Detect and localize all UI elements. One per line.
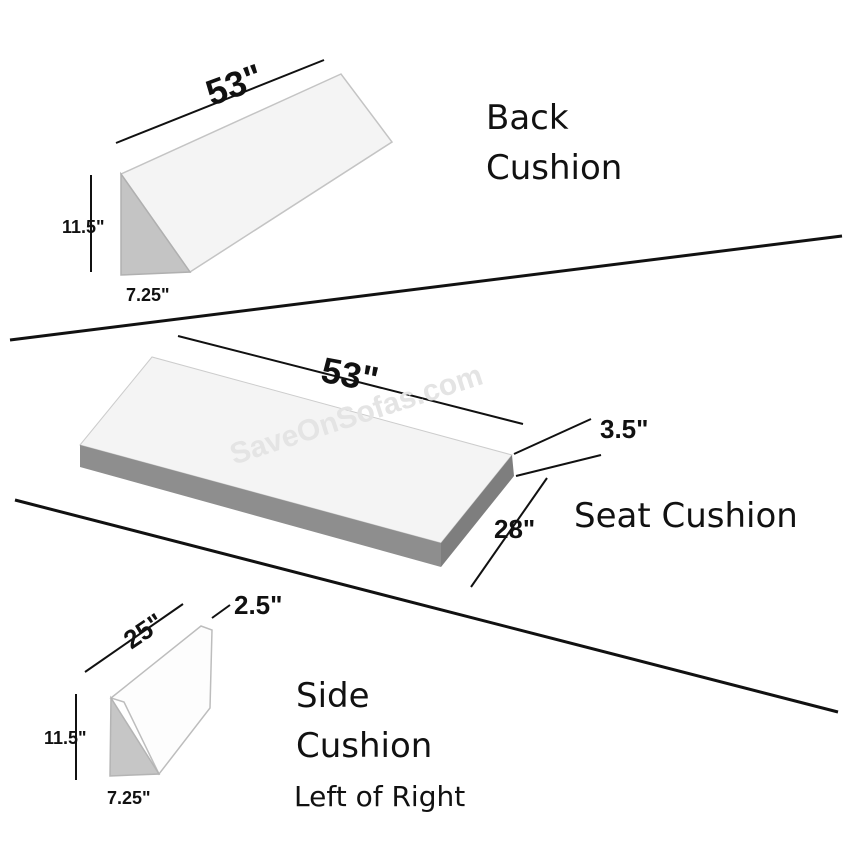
- divider-line-bottom: [14, 498, 839, 714]
- back-cushion-title-line2: Cushion: [486, 148, 623, 188]
- seat-depth-dimension-line: [470, 477, 548, 588]
- seat-thickness-label: 3.5": [600, 414, 649, 444]
- side-depth-label: 7.25": [107, 788, 151, 808]
- side-length-dimension-line: [84, 603, 184, 673]
- side-width-dimension-line: [211, 604, 231, 619]
- seat-thickness-line-upper: [513, 418, 592, 455]
- back-cushion-shape: [119, 73, 394, 276]
- back-depth-label: 7.25": [126, 285, 170, 305]
- side-width-label: 2.5": [234, 590, 283, 620]
- back-length-dimension-line: [115, 59, 325, 144]
- seat-thickness-line-lower: [515, 454, 602, 477]
- side-cushion-shape: [109, 625, 213, 777]
- side-height-label: 11.5": [44, 728, 87, 748]
- divider-line-top: [9, 234, 843, 342]
- back-cushion-title-line1: Back: [486, 98, 569, 138]
- seat-length-dimension-line: [177, 335, 524, 425]
- seat-cushion-title: Seat Cushion: [574, 496, 798, 536]
- side-cushion-title-line2: Cushion: [296, 726, 433, 766]
- side-cushion-title-line1: Side: [296, 676, 370, 716]
- side-cushion-note: Left of Right: [294, 780, 466, 813]
- back-height-label: 11.5": [62, 217, 105, 237]
- seat-cushion-shape: [79, 356, 514, 567]
- seat-depth-label: 28": [494, 514, 536, 544]
